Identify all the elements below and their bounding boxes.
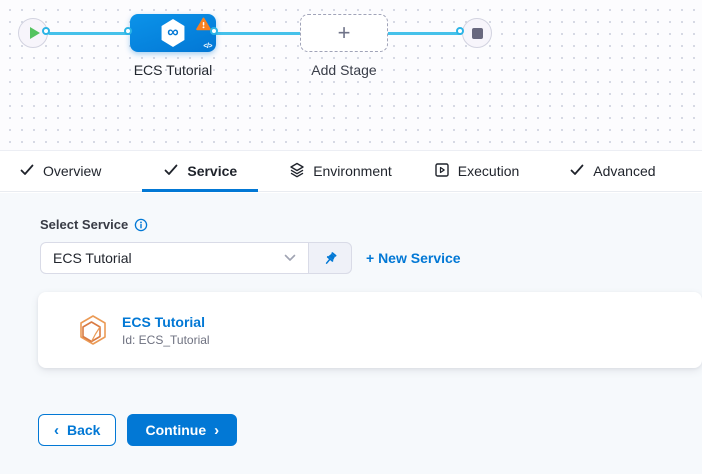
back-button[interactable]: ‹ Back — [38, 414, 117, 446]
check-icon — [163, 162, 179, 181]
chevron-left-icon: ‹ — [54, 421, 59, 439]
service-card-ecs-tutorial[interactable]: ECS Tutorial Id: ECS_Tutorial — [38, 292, 702, 368]
pipeline-canvas[interactable]: ∞ </> ECS Tutorial + Add Stage — [0, 0, 702, 150]
continue-button-label: Continue — [145, 422, 207, 438]
service-card-title: ECS Tutorial — [122, 313, 205, 330]
service-hexagon-icon — [78, 314, 108, 346]
tab-label: Service — [187, 163, 238, 179]
tab-service[interactable]: Service — [142, 151, 259, 192]
infinity-icon: ∞ — [167, 23, 179, 41]
check-icon — [19, 162, 35, 181]
select-service-label: Select Service — [40, 217, 129, 232]
pipeline-connector-line — [48, 32, 462, 35]
stage-config-tabbar: Overview Service Environment Execution — [0, 150, 702, 192]
back-button-label: Back — [67, 422, 101, 438]
harness-cd-hexagon-icon: ∞ — [161, 19, 185, 47]
pin-service-button[interactable] — [308, 242, 352, 274]
connector-port[interactable] — [42, 27, 50, 35]
service-tab-panel: Select Service ECS Tutorial — [0, 193, 702, 474]
tab-label: Advanced — [593, 163, 656, 179]
continue-button[interactable]: Continue › — [127, 414, 238, 446]
layers-icon — [289, 162, 305, 181]
chevron-right-icon: › — [214, 421, 220, 439]
service-card-id: Id: ECS_Tutorial — [122, 332, 210, 347]
tab-label: Overview — [43, 163, 102, 179]
start-play-icon — [29, 27, 40, 39]
tab-overview[interactable]: Overview — [0, 151, 122, 191]
service-select-dropdown[interactable]: ECS Tutorial — [40, 242, 308, 274]
tab-advanced[interactable]: Advanced — [548, 151, 676, 191]
connector-port[interactable] — [456, 27, 464, 35]
pin-icon — [322, 250, 339, 267]
pipeline-end-node[interactable] — [462, 18, 492, 48]
add-stage-button[interactable]: + — [300, 14, 388, 52]
stage-node-label: ECS Tutorial — [133, 62, 213, 78]
connector-port[interactable] — [210, 27, 218, 35]
warning-triangle-icon — [196, 17, 211, 31]
plus-icon: + — [337, 20, 351, 45]
stage-node-ecs-tutorial[interactable]: ∞ </> — [130, 14, 216, 52]
tab-label: Execution — [457, 163, 520, 179]
new-service-button[interactable]: + New Service — [366, 250, 461, 266]
chevron-down-icon — [284, 254, 296, 262]
info-icon[interactable] — [134, 218, 148, 232]
tab-execution[interactable]: Execution — [413, 151, 540, 191]
add-stage-label: Add Stage — [311, 62, 377, 78]
check-icon — [569, 162, 585, 181]
tab-environment[interactable]: Environment — [268, 151, 413, 191]
tab-label: Environment — [313, 163, 392, 179]
stop-square-icon — [471, 27, 483, 39]
connector-port[interactable] — [124, 27, 132, 35]
play-square-icon — [434, 162, 450, 181]
service-select-value: ECS Tutorial — [53, 250, 132, 266]
code-icon: </> — [203, 43, 212, 50]
